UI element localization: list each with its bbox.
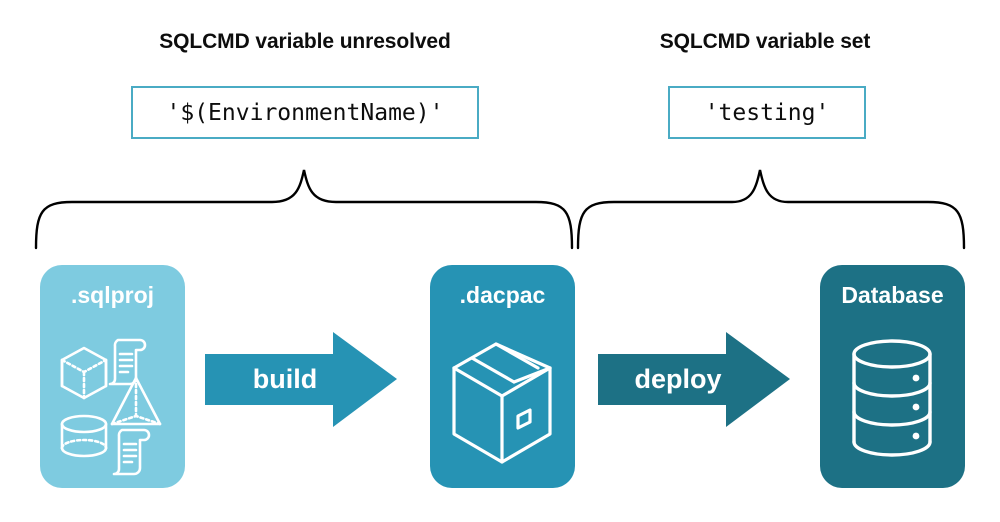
arrow-deploy: deploy (598, 332, 798, 427)
variable-value-text-unresolved: '$(EnvironmentName)' (166, 99, 444, 126)
scroll-icon (108, 338, 147, 386)
arrow-deploy-shape (598, 332, 790, 427)
database-artwork (852, 339, 932, 457)
pyramid-icon (110, 376, 162, 426)
dacpac-artwork (452, 342, 552, 464)
brace-left (34, 169, 574, 250)
arrow-build-polygon (205, 332, 397, 427)
section-heading-right: SQLCMD variable set (659, 30, 871, 53)
arrow-build: build (205, 332, 405, 427)
sqlproj-artwork (60, 338, 162, 476)
database-cylinder-icon (852, 339, 932, 457)
stage-dacpac: .dacpac (430, 265, 575, 488)
stage-label-sqlproj: .sqlproj (70, 282, 155, 308)
package-box-icon (452, 342, 552, 464)
cube-icon (60, 346, 108, 400)
stage-label-dacpac: .dacpac (459, 282, 546, 308)
stage-database: Database (820, 265, 965, 488)
variable-value-box-unresolved: '$(EnvironmentName)' (131, 86, 479, 139)
arrow-build-shape (205, 332, 397, 427)
cylinder-icon (60, 414, 108, 458)
arrow-deploy-polygon (598, 332, 790, 427)
variable-value-box-set: 'testing' (668, 86, 866, 139)
stage-sqlproj: .sqlproj (40, 265, 185, 488)
brace-right (576, 169, 966, 250)
scroll-icon (112, 428, 151, 476)
section-heading-left: SQLCMD variable unresolved (159, 30, 451, 53)
stage-label-database: Database (841, 282, 944, 308)
variable-value-text-set: 'testing' (704, 99, 830, 126)
